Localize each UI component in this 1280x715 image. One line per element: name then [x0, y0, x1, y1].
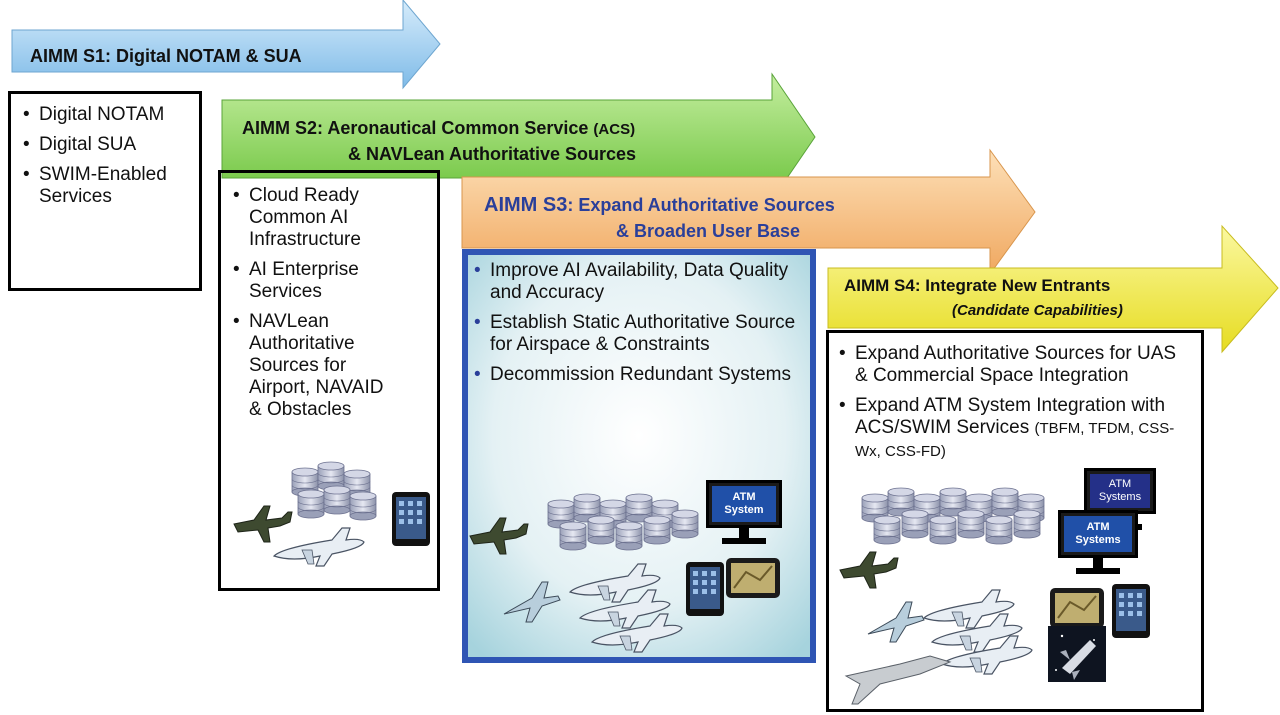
- stage-s3-box: Improve AI Availability, Data Quality an…: [474, 260, 804, 394]
- list-item: NAVLean Authoritative Sources for Airpor…: [233, 311, 401, 421]
- stage-s2-title-line1: AIMM S2: Aeronautical Common Service: [242, 118, 594, 138]
- stage-s4-list: Expand Authoritative Sources for UAS & C…: [839, 343, 1191, 463]
- stage-s2-list: Cloud Ready Common AI Infrastructure AI …: [233, 185, 401, 421]
- stage-s4-title-line1: AIMM S4: Integrate New Entrants: [844, 276, 1111, 295]
- atm-monitor-icon: ATM System: [706, 480, 782, 544]
- stage-s4-box: Expand Authoritative Sources for UAS & C…: [826, 330, 1204, 712]
- tablet-icon: [686, 562, 724, 616]
- atm-systems-label-back: ATM Systems: [1090, 474, 1150, 508]
- atm-system-label: ATM System: [712, 486, 776, 522]
- stage-s2-arrow: [221, 72, 816, 202]
- atm-systems-label: ATM Systems: [1064, 516, 1132, 552]
- list-item: Expand Authoritative Sources for UAS & C…: [839, 343, 1191, 387]
- stage-s3-title: AIMM S3: Expand Authoritative Sources & …: [484, 192, 984, 244]
- list-item: Improve AI Availability, Data Quality an…: [474, 260, 804, 304]
- list-item: Establish Static Authoritative Source fo…: [474, 312, 804, 356]
- stage-s1-title: AIMM S1: Digital NOTAM & SUA: [30, 46, 302, 66]
- gps-device-icon: [725, 557, 781, 599]
- list-item: SWIM-Enabled Services: [23, 164, 191, 208]
- stage-s4-title: AIMM S4: Integrate New Entrants (Candida…: [844, 274, 1204, 323]
- list-item: Expand ATM System Integration with ACS/S…: [839, 395, 1191, 463]
- stage-s1-list: Digital NOTAM Digital SUA SWIM-Enabled S…: [23, 104, 191, 208]
- stage-s3-title-line2: & Broaden User Base: [616, 221, 801, 241]
- list-item: Cloud Ready Common AI Infrastructure: [233, 185, 401, 251]
- list-item: Decommission Redundant Systems: [474, 364, 804, 386]
- stage-s2-title-acs: (ACS): [593, 121, 636, 138]
- stage-s2-box: Cloud Ready Common AI Infrastructure AI …: [218, 170, 440, 591]
- stage-s3-title-prefix: AIMM S3: [484, 194, 568, 216]
- stage-s4-title-line2: (Candidate Capabilities): [952, 302, 1123, 319]
- spaceship-icon: [1048, 626, 1106, 682]
- stage-s3-list: Improve AI Availability, Data Quality an…: [474, 260, 804, 386]
- stage-s1-arrow: [11, 0, 441, 90]
- list-item: AI Enterprise Services: [233, 259, 401, 303]
- list-item: Digital NOTAM: [23, 104, 191, 126]
- stage-s1-box: Digital NOTAM Digital SUA SWIM-Enabled S…: [8, 91, 202, 291]
- s4-item2-text: Expand ATM System Integration with ACS/S…: [855, 395, 1166, 438]
- stage-s4-arrow: [827, 224, 1279, 354]
- stage-s2-title: AIMM S2: Aeronautical Common Service (AC…: [242, 116, 762, 166]
- stage-s3-arrow: [461, 148, 1036, 276]
- stage-s2-title-line2: & NAVLean Authoritative Sources: [348, 144, 637, 164]
- stage-s3-title-line1: : Expand Authoritative Sources: [567, 195, 835, 215]
- s4-item2-systems: (TBFM, TFDM, CSS-Wx, CSS-FD): [855, 420, 1175, 460]
- list-item: Digital SUA: [23, 134, 191, 156]
- atm-monitor-icon: ATM Systems: [1058, 510, 1138, 574]
- drone-icon: [844, 655, 952, 705]
